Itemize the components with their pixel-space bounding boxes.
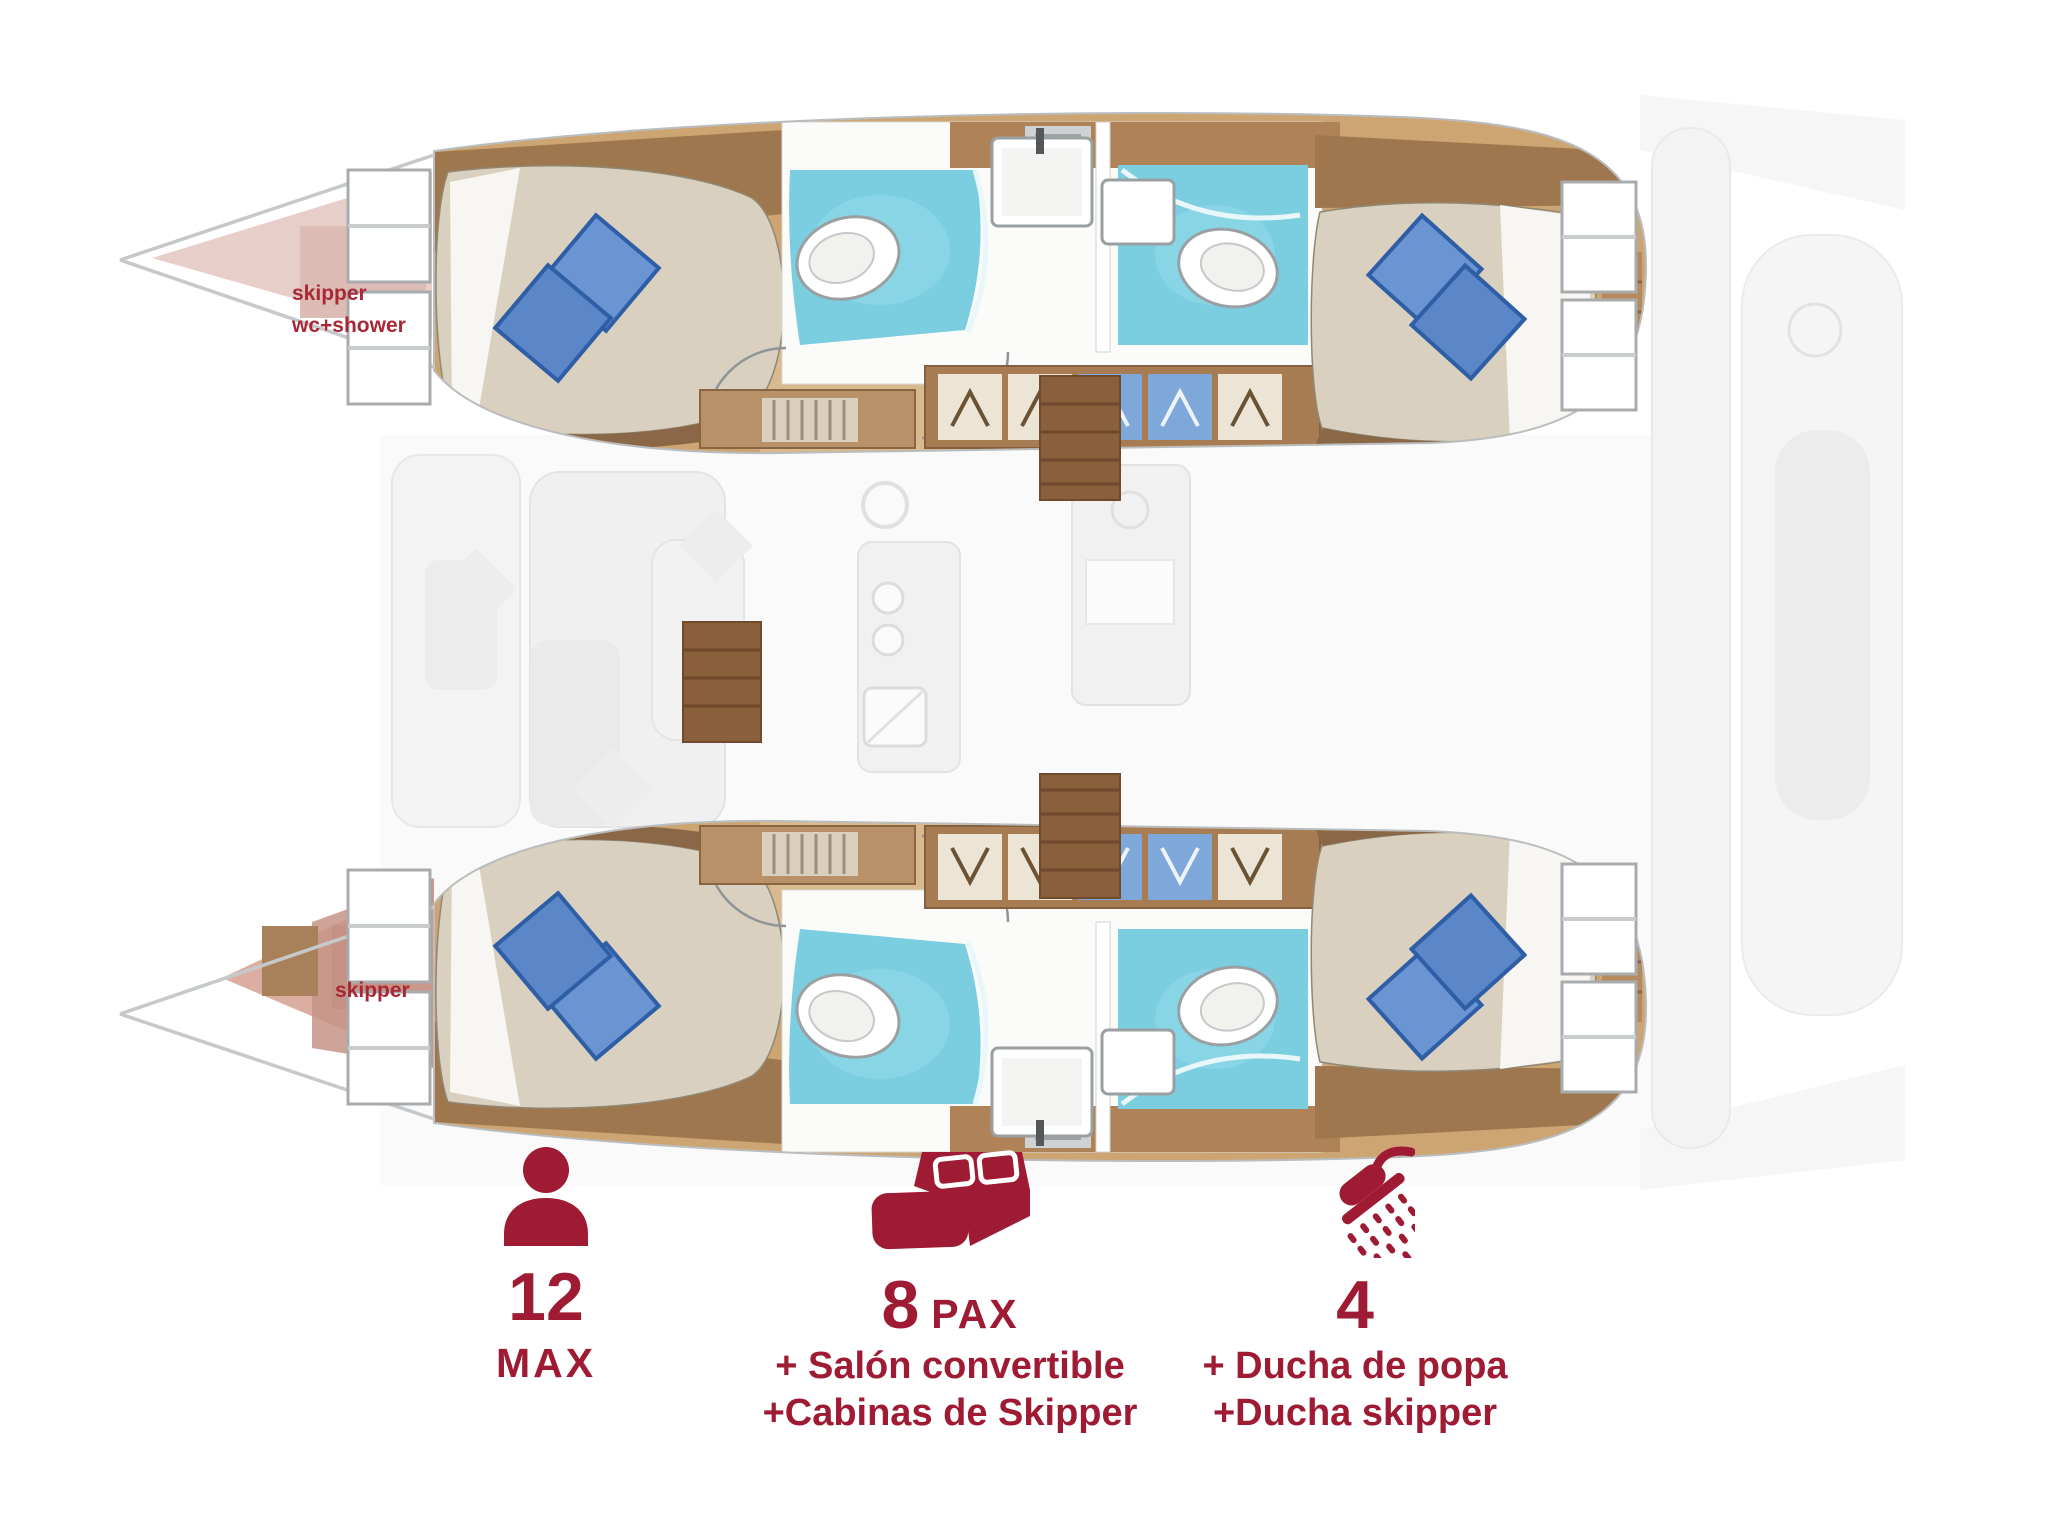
- salon-steps: [682, 621, 762, 743]
- aft-deck: [1651, 127, 1731, 1149]
- skipper-bow-label-line1: skipper: [292, 282, 367, 305]
- person-icon: [504, 1147, 588, 1246]
- capacity-value: 12: [508, 1259, 584, 1335]
- transom-step: [1640, 1065, 1905, 1190]
- legend-capacity: 12 MAX: [436, 1146, 656, 1386]
- showers-extra-2: +Ducha skipper: [1212, 1391, 1498, 1434]
- legend-showers: 4 + Ducha de popa +Ducha skipper: [1175, 1146, 1535, 1434]
- berths-extra-1: + Salón convertible: [775, 1345, 1125, 1388]
- showers-extra-1: + Ducha de popa: [1202, 1345, 1508, 1388]
- bow-hull-bottom: [120, 774, 1650, 1168]
- skipper-bow-label-line2: wc+shower: [292, 313, 406, 337]
- berths-extra-2: +Cabinas de Skipper: [762, 1391, 1138, 1434]
- transom-step: [1640, 95, 1905, 210]
- berths-value: 8: [881, 1267, 920, 1343]
- shower-icon: [1339, 1146, 1415, 1258]
- berths-unit: PAX: [931, 1291, 1019, 1337]
- capacity-label: MAX: [495, 1340, 597, 1387]
- skipper-bow-cabin-label: skipper wc+shower: [292, 278, 406, 341]
- bed-icon: [871, 1150, 1030, 1250]
- legend-berths: 8 PAX + Salón convertible +Cabinas de Sk…: [740, 1146, 1160, 1434]
- showers-value: 4: [1336, 1267, 1374, 1343]
- mast-base: [861, 481, 909, 529]
- berths-value-row: 8 PAX: [740, 1267, 1160, 1343]
- skipper-stern-cabin-label: skipper: [335, 979, 410, 1002]
